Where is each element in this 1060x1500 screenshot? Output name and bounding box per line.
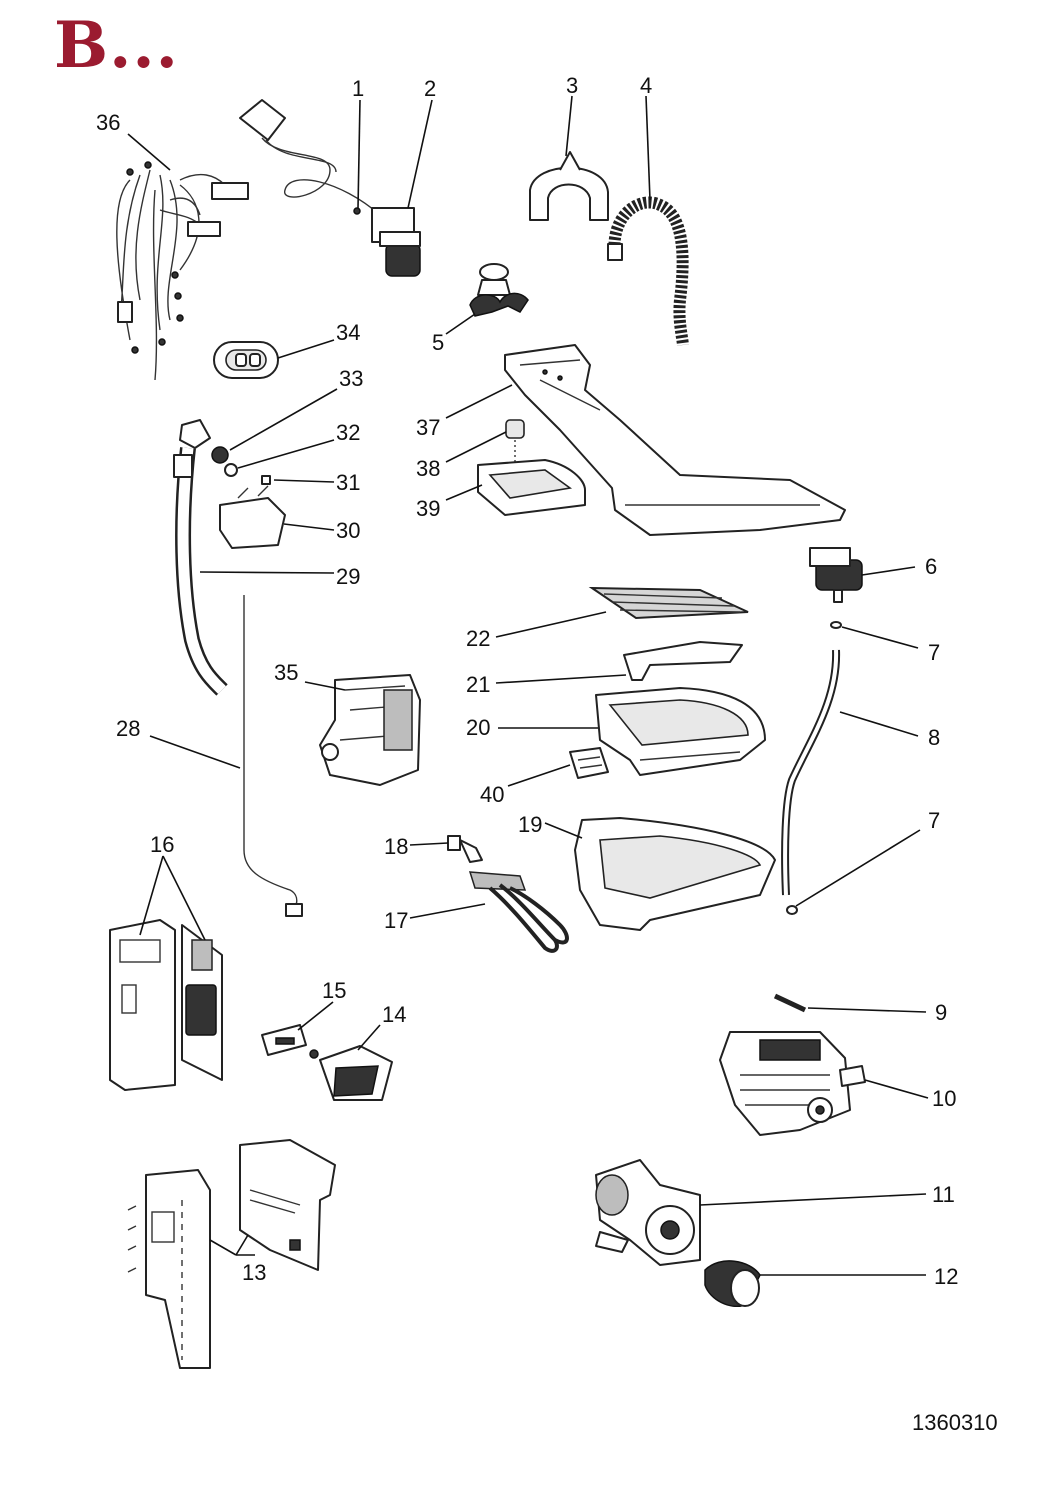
callout-28: 28 xyxy=(116,716,140,741)
callout-38: 38 xyxy=(416,456,440,481)
callout-6: 6 xyxy=(925,554,937,579)
part-2-mains-cable xyxy=(239,99,421,277)
callout-19: 19 xyxy=(518,812,542,837)
part-37-drawer-support xyxy=(504,344,846,536)
part-21-siphon-arm xyxy=(623,641,743,681)
callout-7-lower: 7 xyxy=(928,808,940,833)
part-40-insert xyxy=(569,747,609,779)
callout-20: 20 xyxy=(466,715,490,740)
callout-30: 30 xyxy=(336,518,360,543)
part-16-electronic-board xyxy=(109,919,223,1091)
callout-36: 36 xyxy=(96,110,120,135)
callout-21: 21 xyxy=(466,672,490,697)
callout-31: 31 xyxy=(336,470,360,495)
callout-39: 39 xyxy=(416,496,440,521)
callout-5: 5 xyxy=(432,330,444,355)
part-22-filter xyxy=(588,586,749,620)
part-3-hose-bracket xyxy=(529,151,609,221)
callout-3: 3 xyxy=(566,73,578,98)
part-4-drain-hose xyxy=(607,196,689,346)
callout-17: 17 xyxy=(384,908,408,933)
callout-32: 32 xyxy=(336,420,360,445)
callout-34: 34 xyxy=(336,320,360,345)
callout-29: 29 xyxy=(336,564,360,589)
part-17-18-heater xyxy=(447,835,569,953)
callout-7-upper: 7 xyxy=(928,640,940,665)
part-7-8-pressure-hose xyxy=(781,621,842,915)
section-title: B... xyxy=(54,8,179,83)
callout-16: 16 xyxy=(150,832,174,857)
diagram-number: 1360310 xyxy=(912,1410,998,1435)
part-14-15-module xyxy=(261,1024,393,1101)
callout-40: 40 xyxy=(480,782,504,807)
part-13-covers xyxy=(127,1139,336,1369)
leader-lines xyxy=(127,95,929,1276)
callout-13: 13 xyxy=(242,1260,266,1285)
callout-12: 12 xyxy=(934,1264,958,1289)
callout-1: 1 xyxy=(352,76,364,101)
part-34-grommet xyxy=(213,341,279,379)
part-35-door-interlock xyxy=(319,674,421,786)
part-29-33-door-cable-lock xyxy=(173,419,286,696)
callout-11: 11 xyxy=(932,1182,955,1207)
callout-14: 14 xyxy=(382,1002,406,1027)
callout-labels: 1 2 3 4 5 6 7 8 7 9 10 11 12 13 14 15 16… xyxy=(96,73,958,1289)
callout-4: 4 xyxy=(640,73,652,98)
part-28-earth-cable xyxy=(243,595,303,917)
callout-18: 18 xyxy=(384,834,408,859)
part-6-pressure-switch xyxy=(809,547,863,603)
callout-15: 15 xyxy=(322,978,346,1003)
callout-8: 8 xyxy=(928,725,940,750)
part-5-y-connector xyxy=(469,263,529,317)
part-11-12-drain-pump xyxy=(595,1159,761,1307)
callout-37: 37 xyxy=(416,415,440,440)
callout-9: 9 xyxy=(935,1000,947,1025)
callout-10: 10 xyxy=(932,1086,956,1111)
callout-35: 35 xyxy=(274,660,298,685)
part-38-39-siphon xyxy=(477,419,586,516)
callout-33: 33 xyxy=(339,366,363,391)
part-9-10-motor xyxy=(719,993,866,1136)
callout-22: 22 xyxy=(466,626,490,651)
part-19-drawer-housing xyxy=(574,817,776,931)
part-36-wiring-harness xyxy=(116,161,249,381)
callout-2: 2 xyxy=(424,76,436,101)
part-20-detergent-drawer xyxy=(595,687,766,776)
